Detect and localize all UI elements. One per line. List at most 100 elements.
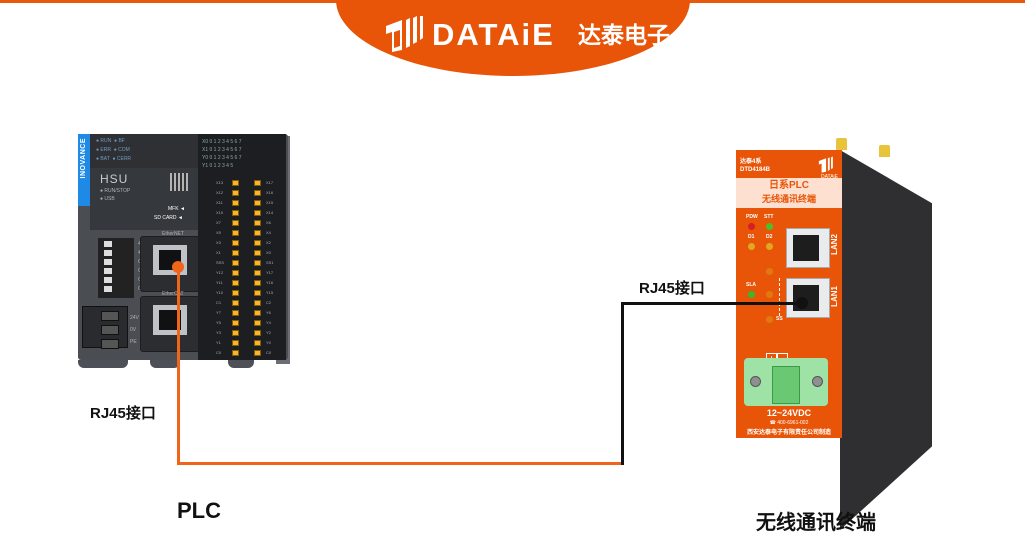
terminal-label: SSS (216, 260, 225, 265)
power-connector[interactable] (772, 366, 800, 404)
terminal-label: Y2 (266, 330, 271, 335)
dataie-cube-logo-icon (818, 156, 833, 173)
plc-vendor-strip: INOVANCE (78, 134, 90, 206)
plc-led-row: ● BAT ● CERR (96, 156, 132, 162)
terminal-label: Y16 (266, 280, 274, 285)
terminal-label: X11 (216, 200, 223, 205)
led-label-sla: SLA (746, 282, 756, 288)
terminal-label: X5 (216, 230, 221, 235)
power-polarity-marks: +- (766, 348, 796, 364)
led-d2-indicator (766, 243, 773, 250)
plc-led-row: ● ERR ● COM (96, 147, 130, 153)
power-terminal-plate (744, 358, 828, 406)
terminal-label: Y17 (266, 270, 274, 275)
terminal-label: SS1 (266, 260, 274, 265)
cable-terminal-vertical (621, 303, 624, 465)
terminal-label: C0 (216, 350, 222, 355)
terminal-logo-text: DATAiE (820, 174, 838, 180)
plc-body: INOVANCE ● RUN ● BF ● ERR ● COM ● BAT ● … (78, 134, 288, 360)
screw-icon (750, 376, 761, 387)
antenna-icon (879, 145, 890, 157)
terminal-side-panel (840, 150, 932, 530)
plc-ethernet-port[interactable] (140, 236, 202, 292)
led-d1-indicator (748, 243, 755, 250)
terminal-label: X17 (266, 180, 274, 185)
terminal-label: X2 (266, 240, 271, 245)
dataie-cube-logo-icon (386, 16, 423, 52)
terminal-label: X0 (266, 250, 271, 255)
plc-cpu-panel: HSU ● RUN/STOP ● USB MFK ◄ SD CARD ◄ (90, 168, 198, 230)
lan2-port[interactable] (786, 228, 830, 268)
terminal-label: Y6 (266, 310, 271, 315)
plc-foot (150, 360, 180, 368)
plc-usb-label: ● USB (100, 196, 115, 202)
terminal-label: C2 (266, 300, 272, 305)
plc-caption: PLC (177, 498, 221, 523)
terminal-label: C1 (216, 300, 222, 305)
manufacturer-label: 西安达泰电子有限责任公司制造 (746, 430, 831, 436)
plc-model-name: HSU (100, 172, 129, 186)
terminal-label: Y1 (216, 340, 221, 345)
terminal-label: X14 (266, 210, 274, 215)
led-label-stt: STT (764, 214, 774, 220)
plc-status-led-panel: ● RUN ● BF ● ERR ● COM ● BAT ● CERR (90, 134, 198, 168)
terminal-label: X1 (216, 250, 221, 255)
wireless-terminal-device: 达泰4系 DTD4184B DATAiE 日系PLC 无线通讯终端 PDW ST… (736, 150, 842, 438)
led-pdw-indicator (748, 223, 755, 230)
cable-plc-vertical (177, 266, 180, 464)
plc-led-row: ● RUN ● BF (96, 138, 125, 144)
plc-foot (228, 360, 254, 368)
voltage-label: 12~24VDC (766, 408, 812, 418)
terminal-label: Y15 (266, 290, 274, 295)
signal-strength-arrow (779, 278, 780, 316)
terminal-label: Y10 (216, 290, 224, 295)
lan2-label: LAN2 (830, 234, 839, 255)
terminal-label: X4 (266, 230, 271, 235)
terminal-label: X15 (266, 200, 274, 205)
terminal-label: Y11 (216, 280, 223, 285)
terminal-label: X6 (266, 220, 271, 225)
terminal-label: Y0 (266, 340, 271, 345)
antenna-icon (836, 138, 847, 150)
cable-horizontal (177, 462, 623, 465)
plc-mfk-label: MFK ◄ (168, 206, 185, 212)
lan1-label: LAN1 (830, 286, 839, 307)
led-signal-indicator (766, 291, 773, 298)
terminal-label: X3 (216, 240, 221, 245)
qr-code-icon (170, 173, 188, 191)
terminal-label: Y3 (216, 330, 221, 335)
terminal-label: Y5 (216, 320, 221, 325)
terminal-caption: 无线通讯终端 (756, 512, 876, 534)
terminal-label: C0 (266, 350, 272, 355)
cable-terminal-horizontal (621, 302, 801, 305)
terminal-title-line1: 日系PLC (769, 180, 809, 191)
screw-icon (812, 376, 823, 387)
terminal-label: X10 (216, 210, 224, 215)
plc-ethercat-port[interactable] (140, 296, 202, 352)
brand-name-en: DATAiE (432, 17, 555, 52)
phone-label: ☎ 400-6961-002 (769, 420, 809, 426)
plc-terminal-column-left (232, 180, 240, 360)
terminal-label: X13 (216, 180, 224, 185)
plc-sdcard-label: SD CARD ◄ (154, 215, 183, 221)
led-label-pdw: PDW (746, 214, 758, 220)
lan1-port[interactable] (786, 278, 830, 318)
terminal-label: Y12 (216, 270, 224, 275)
terminal-rj45-label: RJ45接口 (639, 280, 705, 297)
plc-rj45-label: RJ45接口 (90, 405, 156, 422)
terminal-title-line2: 无线通讯终端 (761, 194, 816, 204)
cable-plug-plc (172, 261, 184, 273)
led-sla-indicator (748, 291, 755, 298)
terminal-label: X12 (216, 190, 224, 195)
terminal-label: X16 (266, 190, 274, 195)
led-ss-indicator (766, 316, 773, 323)
plc-switch-label: ● RUN/STOP (100, 188, 131, 194)
terminal-label: X7 (216, 220, 221, 225)
led-label-ss: SS (776, 316, 783, 322)
plc-ethercat-label: EtherCAT (162, 291, 184, 297)
led-label-d2: D2 (766, 234, 773, 240)
